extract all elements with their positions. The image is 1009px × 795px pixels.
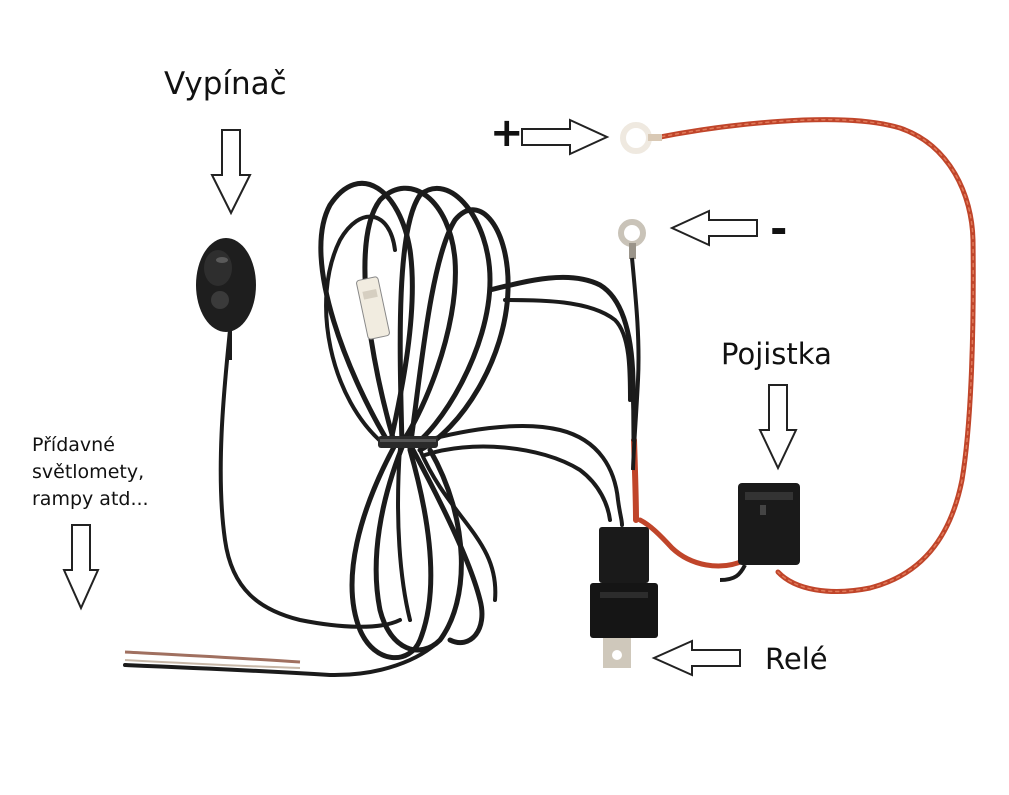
label-lights: Přídavné světlomety, rampy atd...: [32, 432, 182, 513]
label-lights-line2: světlomety,: [32, 461, 144, 483]
label-relay: Relé: [765, 642, 828, 676]
relay-device: [590, 527, 658, 668]
arrow-fuse: [760, 385, 796, 468]
switch-device: [196, 238, 256, 360]
label-plus: +: [490, 109, 524, 157]
label-switch: Vypínač: [164, 66, 287, 102]
label-minus: -: [770, 205, 787, 253]
label-fuse: Pojistka: [721, 337, 832, 371]
negative-ring-terminal: [621, 222, 643, 259]
black-wire-bundle: [125, 183, 634, 675]
inline-connector: [356, 276, 390, 339]
label-lights-line1: Přídavné: [32, 434, 115, 456]
positive-ring-terminal: [623, 125, 662, 151]
label-lights-line3: rampy atd...: [32, 488, 149, 510]
arrow-relay: [654, 641, 740, 675]
cable-tie: [378, 436, 438, 448]
arrow-switch: [212, 130, 250, 213]
arrow-minus: [672, 211, 757, 245]
arrow-lights: [64, 525, 98, 608]
arrow-plus: [522, 120, 607, 154]
